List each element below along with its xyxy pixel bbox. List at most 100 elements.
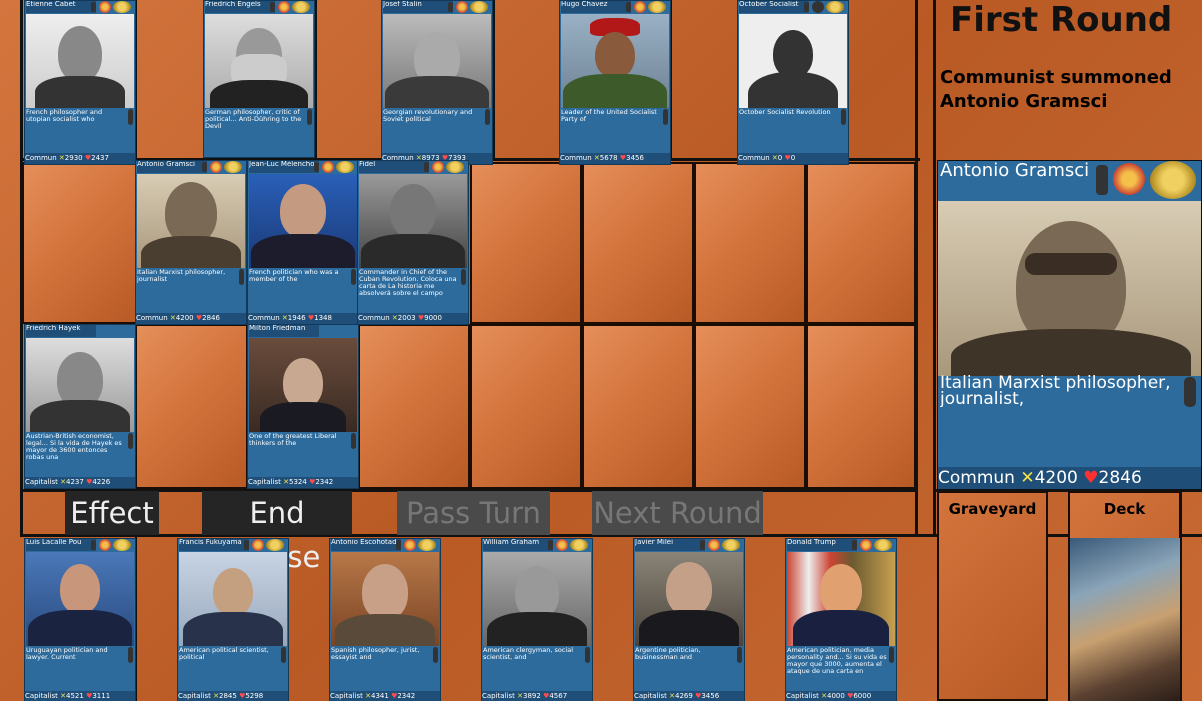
selected-card-preview: Antonio Gramsci Italian Marxist philosop…	[937, 160, 1202, 490]
field-card[interactable]: Jean-Luc Mélenchon French politician who…	[247, 160, 359, 325]
card-scrollbar[interactable]	[128, 109, 133, 125]
medal-icon	[224, 161, 242, 173]
board-divider	[135, 536, 137, 701]
field-card[interactable]: Fidel Commander in Chief of the Cuban Re…	[357, 160, 469, 325]
card-description: Italian Marxist philosopher, journalist	[137, 269, 237, 293]
next-round-button[interactable]: Next Round	[592, 491, 763, 535]
card-scrollbar[interactable]	[307, 109, 312, 125]
hand-card[interactable]: Donald Trump American politician, media …	[785, 538, 897, 701]
board-cell[interactable]	[582, 324, 694, 489]
medal-icon	[446, 161, 464, 173]
card-slot	[424, 162, 429, 172]
card-stats: Capitalist ✕4269 ♥3456	[634, 691, 744, 701]
card-scrollbar[interactable]	[841, 109, 846, 125]
deck-card-back[interactable]	[1070, 538, 1180, 701]
card-attack: 2930	[64, 154, 83, 162]
field-card[interactable]: October Socialist October Socialist Revo…	[737, 0, 849, 165]
card-portrait	[249, 174, 357, 268]
card-scrollbar[interactable]	[351, 433, 356, 449]
attack-icon: ✕	[281, 314, 288, 322]
card-faction: Commun	[358, 314, 390, 322]
card-description: October Socialist Revolution	[739, 109, 839, 133]
board-cell[interactable]	[470, 324, 582, 489]
card-portrait	[561, 14, 669, 108]
faction-icon	[210, 161, 222, 173]
card-faction: Capitalist	[786, 692, 819, 700]
field-card[interactable]: Josef Stalin Georgian revolutionary and …	[381, 0, 493, 165]
board-cell[interactable]	[694, 162, 806, 324]
card-scrollbar[interactable]	[485, 109, 490, 125]
card-name: William Graham	[483, 539, 553, 551]
card-faction: Commun	[738, 154, 770, 162]
field-card[interactable]: Friedrich Engels German philosopher, cri…	[203, 0, 315, 158]
card-scrollbar[interactable]	[889, 647, 894, 663]
pass-turn-button[interactable]: Pass Turn	[397, 491, 550, 535]
card-scrollbar[interactable]	[433, 647, 438, 663]
hand-card[interactable]: William Graham American clergyman, socia…	[481, 538, 593, 701]
attack-icon: ✕	[391, 314, 398, 322]
card-scrollbar[interactable]	[585, 647, 590, 663]
faction-icon	[634, 1, 646, 13]
card-name: Friedrich Engels	[205, 1, 275, 13]
faction-icon	[1113, 163, 1145, 195]
hand-card[interactable]: Antonio Escohotado Spanish philosopher, …	[329, 538, 441, 701]
card-health: 3456	[626, 154, 644, 162]
field-card[interactable]: Antonio Gramsci Italian Marxist philosop…	[135, 160, 247, 325]
card-faction: Capitalist	[25, 692, 58, 700]
board-cell[interactable]	[470, 162, 582, 324]
card-scrollbar[interactable]	[663, 109, 668, 125]
card-faction: Capitalist	[248, 478, 281, 486]
card-description: French politician who was a member of th…	[249, 269, 349, 293]
field-card[interactable]: Friedrich Hayek Austrian-British economi…	[24, 324, 136, 489]
card-name: Donald Trump	[787, 539, 857, 551]
card-portrait	[205, 14, 313, 108]
card-stats: Commun ✕1946 ♥1348	[248, 313, 358, 324]
board-cell[interactable]	[22, 162, 137, 324]
board-cell[interactable]	[358, 324, 470, 489]
end-phase-button[interactable]: End Phase	[202, 491, 352, 574]
card-health: 4226	[92, 478, 111, 486]
graveyard-pile[interactable]	[937, 491, 1048, 701]
card-health: 2846	[1098, 468, 1142, 488]
heart-icon: ♥	[195, 314, 203, 322]
selected-card-portrait	[938, 201, 1201, 376]
medal-icon	[722, 539, 740, 551]
faction-icon	[322, 161, 334, 173]
card-scrollbar[interactable]	[737, 647, 742, 663]
medal-icon	[336, 161, 354, 173]
card-scrollbar[interactable]	[461, 269, 466, 285]
card-name: Javier Milei	[635, 539, 705, 551]
effect-button[interactable]: Effect	[65, 491, 159, 535]
card-scrollbar[interactable]	[239, 269, 244, 285]
card-scrollbar[interactable]	[128, 647, 133, 663]
card-scrollbar[interactable]	[281, 647, 286, 663]
card-health: 2342	[397, 692, 416, 700]
card-scrollbar[interactable]	[128, 433, 133, 449]
board-cell[interactable]	[806, 324, 916, 489]
board-divider	[493, 0, 495, 158]
board-divider	[20, 534, 1202, 537]
card-portrait	[635, 552, 743, 646]
field-card[interactable]: Milton Friedman One of the greatest Libe…	[247, 324, 359, 489]
card-description: Spanish philosopher, jurist, essayist an…	[331, 647, 431, 671]
hand-card[interactable]: Francis Fukuyama American political scie…	[177, 538, 289, 701]
board-cell[interactable]	[135, 324, 248, 489]
card-slot	[548, 540, 553, 550]
board-cell[interactable]	[582, 162, 694, 324]
board-cell[interactable]	[806, 162, 916, 324]
field-card[interactable]: Hugo Chavez Leader of the United Sociali…	[559, 0, 671, 165]
faction-icon	[556, 539, 568, 551]
card-scrollbar[interactable]	[1184, 377, 1196, 407]
field-card[interactable]: Etienne Cabet French philosopher and uto…	[24, 0, 136, 165]
board-cell[interactable]	[694, 324, 806, 489]
card-scrollbar[interactable]	[351, 269, 356, 285]
hand-card[interactable]: Javier Milei Argentine politician, busin…	[633, 538, 745, 701]
hand-card[interactable]: Luis Lacalle Pou Uruguayan politician an…	[24, 538, 136, 701]
heart-icon: ♥	[84, 154, 92, 162]
card-health: 7393	[448, 154, 466, 162]
card-attack: 4000	[827, 692, 845, 700]
card-slot	[314, 162, 319, 172]
card-stats: Capitalist ✕4000 ♥6000	[786, 691, 896, 701]
card-slot	[244, 540, 249, 550]
card-stats: Capitalist ✕4341 ♥2342	[330, 691, 440, 701]
